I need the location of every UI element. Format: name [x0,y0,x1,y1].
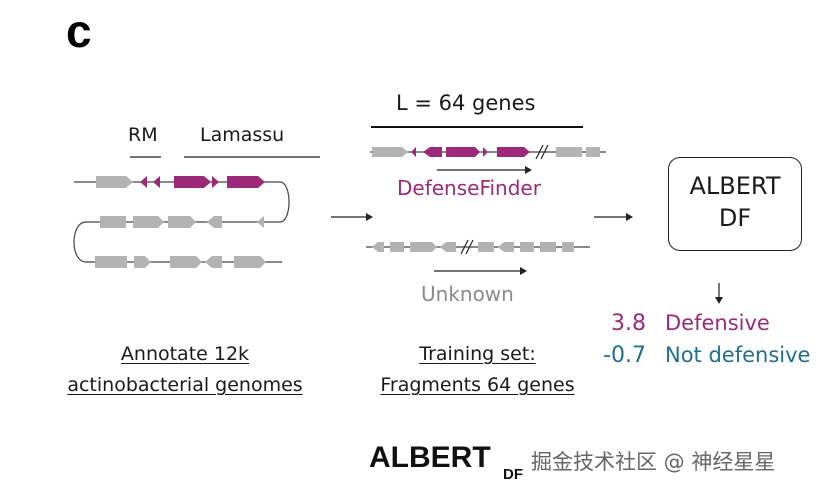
gene-arrow [410,242,437,252]
albert-model-box [668,157,802,251]
gene-arrow [134,256,151,268]
gene-arrow [168,216,196,228]
rm-gene-arrow [153,176,160,188]
flow-arrow [331,213,373,221]
gene-box [95,256,127,268]
gene-arrow [207,216,222,228]
albert-model-suffix: DF [718,204,752,232]
not-defensive-score: -0.7 [603,343,646,368]
gene-box [100,216,126,228]
gene-arrow [498,242,514,252]
gene-box [390,242,404,252]
training-caption-line1: Training set: [419,343,536,365]
not-defensive-label: Not defensive [665,343,811,367]
annotate-caption-line2: actinobacterial genomes [67,374,303,396]
defense-gene-arrow [446,147,480,157]
albert-model-name: ALBERT [689,172,781,200]
genome-wrap [73,221,87,263]
defensefinder-arrow [437,166,532,174]
lamassu-gene-arrow [174,176,211,188]
annotate-caption-line1: Annotate 12k [120,343,250,365]
training-caption-line2: Fragments 64 genes [380,374,575,396]
gene-arrow [133,216,164,228]
gene-arrow [440,242,456,252]
footer-model-subscript: DF [503,466,523,483]
defensefinder-label: DefenseFinder [397,176,541,200]
genome-wrap [279,181,290,223]
watermark: 掘金技术社区 @ 神经星星 [531,450,776,474]
gene-box [586,147,600,157]
break-mark [460,239,469,255]
defense-gene-arrow [411,147,416,157]
defensive-score: 3.8 [611,311,646,336]
gene-arrow [234,256,266,268]
gene-box [562,242,574,252]
rm-gene-arrow [140,176,147,188]
output-down-arrow [715,283,723,304]
gene-arrow [170,256,202,268]
gene-box [520,242,534,252]
lamassu-gene-arrow [227,176,265,188]
gene-box [478,242,494,252]
unknown-arrow [434,267,527,275]
gene-arrow [372,242,384,252]
training-fragment-unknown [366,239,590,255]
lamassu-gene-arrow [212,176,219,188]
gene-box [540,242,556,252]
defense-gene-arrow [497,147,530,157]
gene-arrow [205,256,222,268]
lamassu-label: Lamassu [200,124,285,146]
training-fragment-defense [370,144,606,160]
gene-arrow [257,216,264,228]
genome-annotation-illustration [73,156,320,268]
gene-arrow [372,147,408,157]
defensive-label: Defensive [665,311,770,335]
window-size-label: L = 64 genes [396,91,536,115]
defense-gene-arrow [483,147,488,157]
unknown-label: Unknown [421,282,514,306]
break-mark [465,239,474,255]
break-mark [540,144,549,160]
footer-model-name: ALBERT [369,441,491,474]
rm-label: RM [128,124,158,146]
panel-letter: c [66,5,92,57]
break-mark [535,144,544,160]
flow-arrow [594,213,633,221]
gene-arrow [96,176,133,188]
defense-gene-arrow [423,147,442,157]
gene-box [556,147,582,157]
